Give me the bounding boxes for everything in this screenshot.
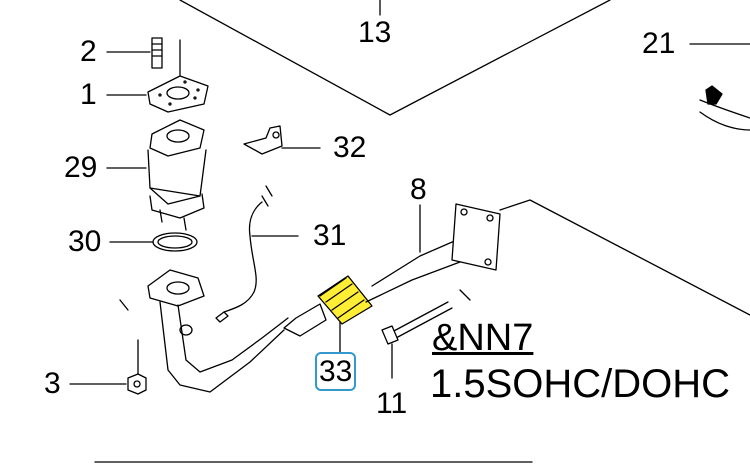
callout-1[interactable]: 1 (80, 78, 97, 111)
callout-11[interactable]: 11 (376, 387, 408, 420)
part-gasket (147, 75, 209, 113)
callout-33-highlighted[interactable]: 33 (315, 352, 357, 391)
callout-3[interactable]: 3 (44, 367, 61, 400)
callout-8[interactable]: 8 (410, 173, 427, 206)
callout-2[interactable]: 2 (80, 35, 97, 68)
part-flange (147, 269, 205, 307)
part-front-pipe (159, 301, 289, 393)
callout-21[interactable]: 21 (642, 27, 676, 60)
callout-32[interactable]: 32 (333, 131, 367, 164)
callout-30[interactable]: 30 (68, 225, 102, 258)
variant-code: &NN7 (432, 317, 534, 359)
part-intermediate-pipe (365, 203, 501, 303)
frame-line-right (499, 199, 750, 316)
callout-31[interactable]: 31 (313, 219, 347, 252)
part-bracket (243, 125, 283, 155)
frame-line-top (179, 0, 611, 116)
frame-line-left (119, 299, 129, 311)
part-nut (127, 373, 147, 395)
engine-label: 1.5SOHC/DOHC (430, 362, 731, 406)
part-bolt (381, 289, 471, 345)
part-oxygen-sensor (215, 185, 273, 323)
part-stud (151, 37, 163, 69)
part-muffler-edge (699, 85, 750, 131)
callout-13[interactable]: 13 (358, 16, 392, 49)
part-converter (147, 119, 207, 231)
part-flex-pipe (283, 275, 373, 337)
callout-29[interactable]: 29 (64, 151, 98, 184)
